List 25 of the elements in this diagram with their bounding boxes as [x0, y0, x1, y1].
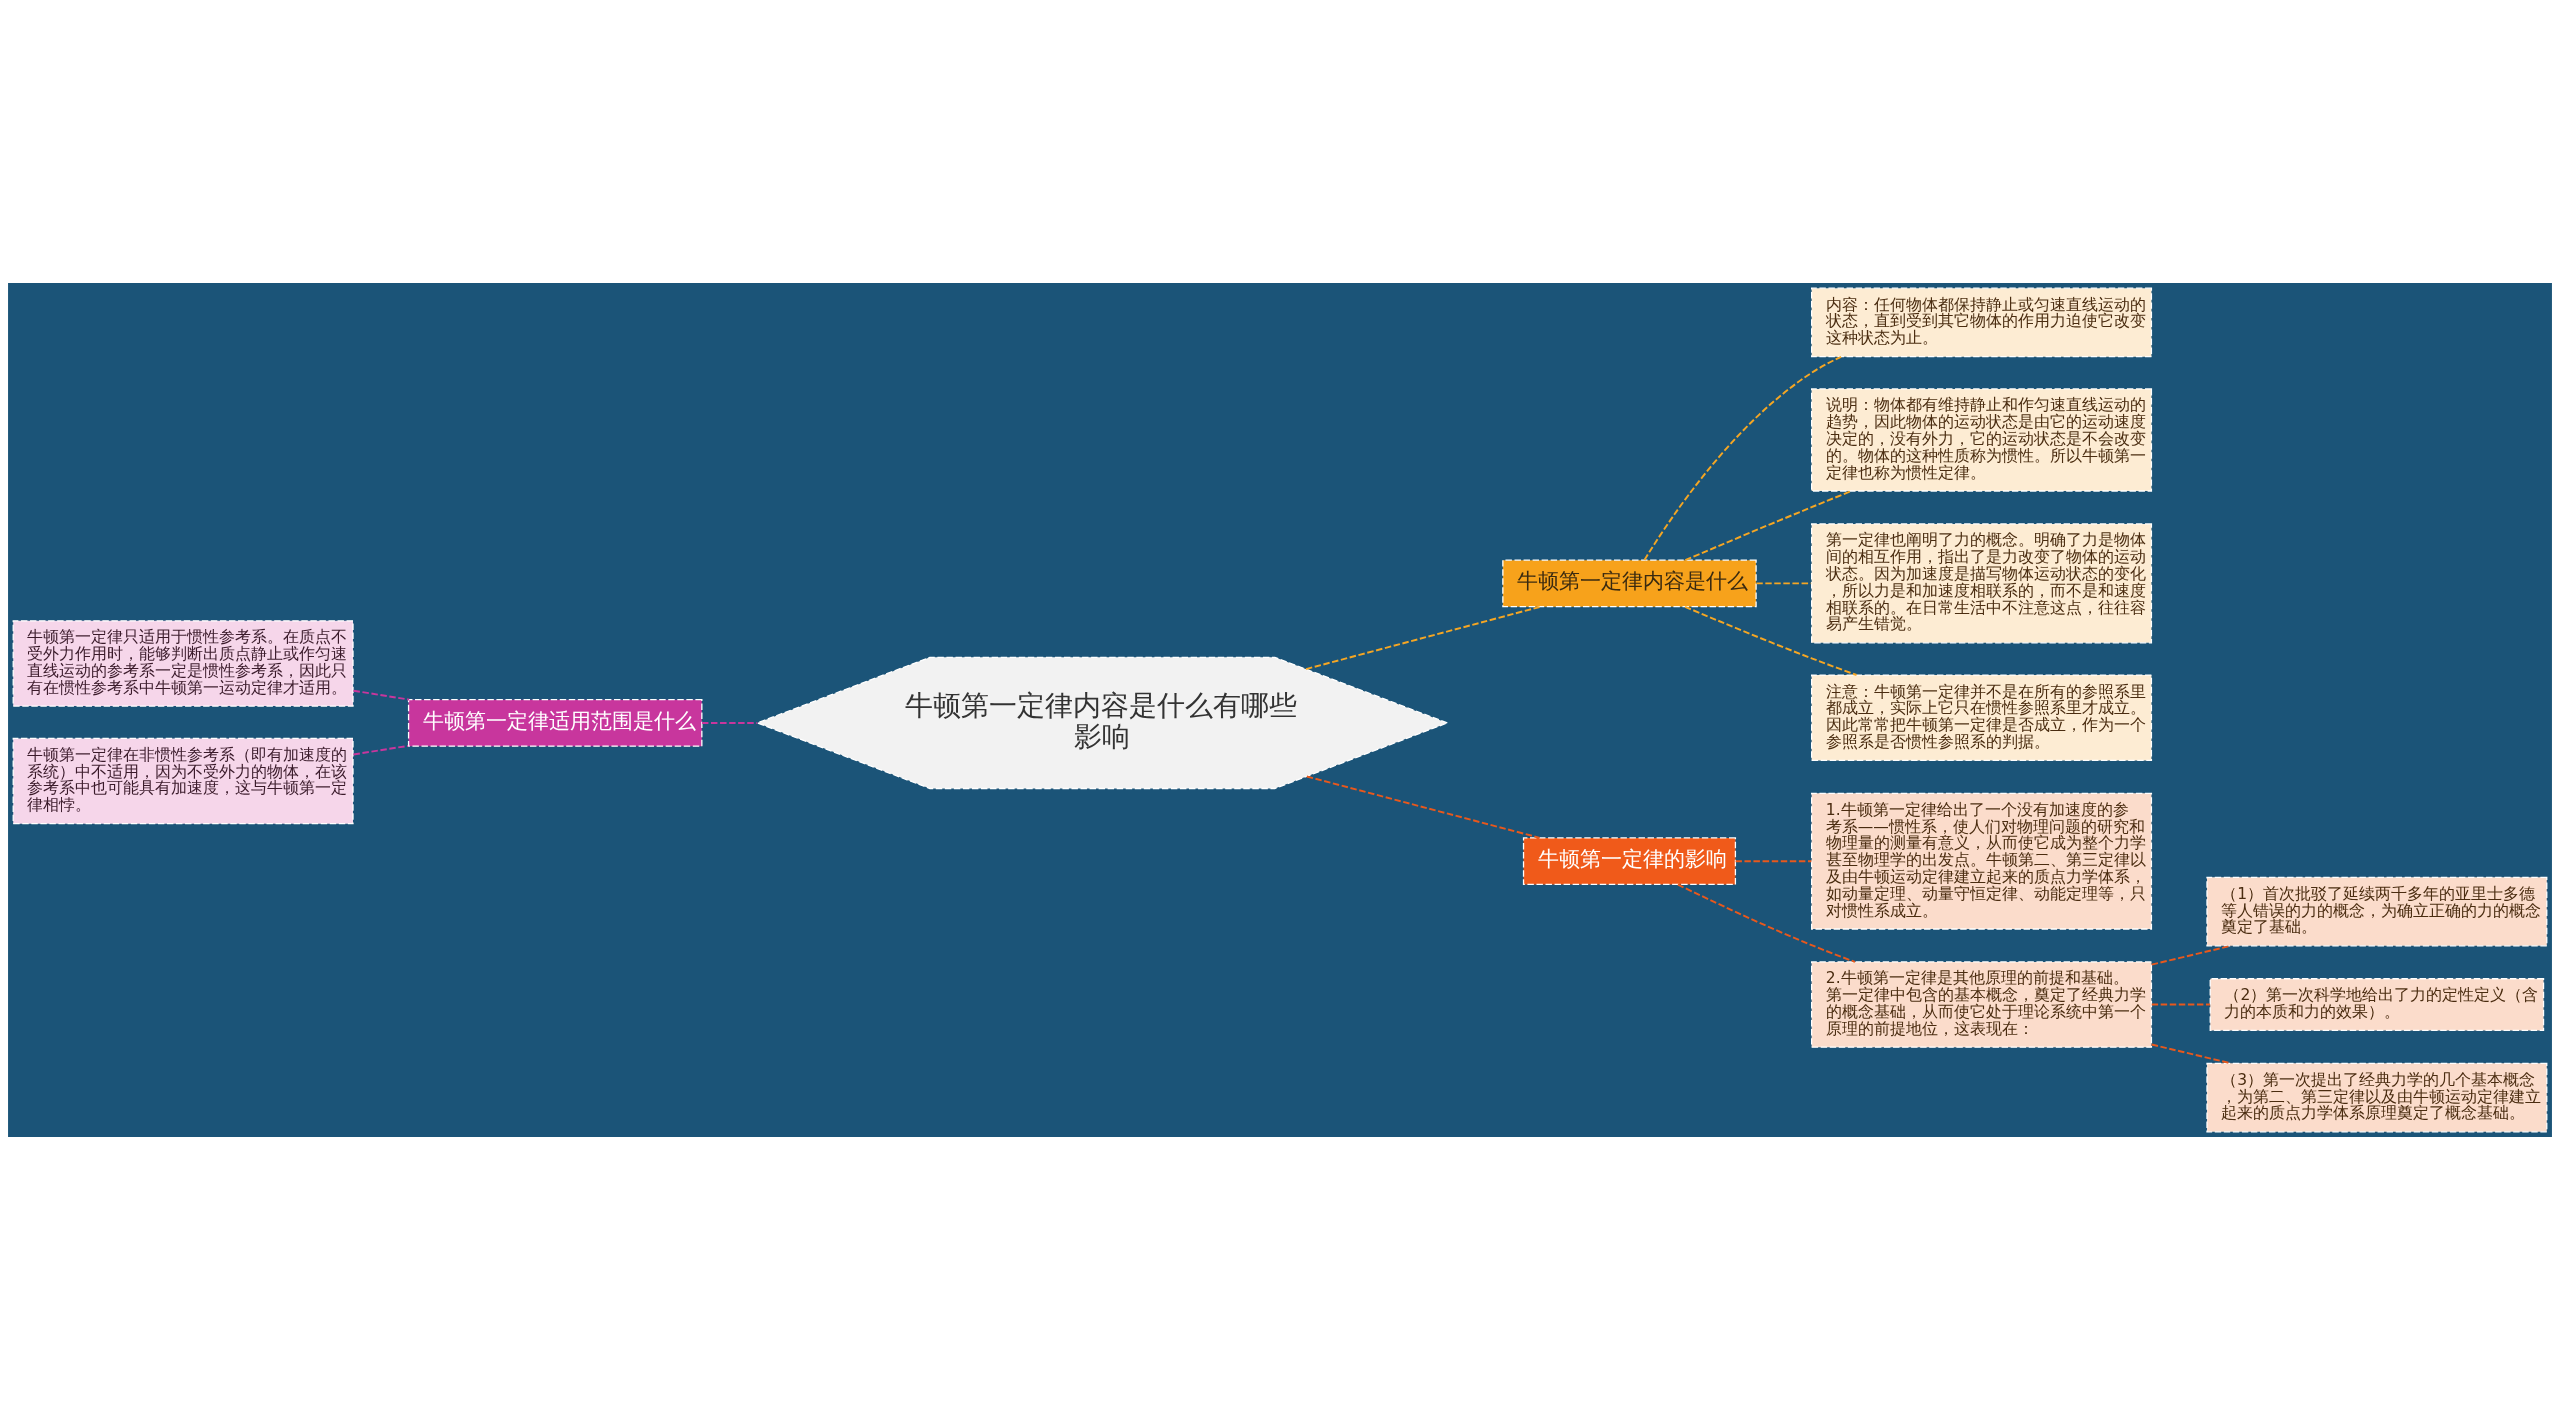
node-box: 内容：任何物体都保持静止或匀速直线运动的状态，直到受到其它物体的作用力迫使它改变这种状态为止。 — [1811, 287, 2153, 358]
node-box: 牛顿第一定律的影响 — [1522, 837, 1737, 886]
connector — [1305, 775, 1541, 839]
node-box: 注意：牛顿第一定律并不是在所有的参照系里都成立，实际上它只在惯性参照系里才成立。因此常常把牛顿第一定律是否成立，作为一个参照系是否惯性参照系的判据。 — [1811, 674, 2153, 762]
node-box: 1.牛顿第一定律给出了一个没有加速度的参考系——惯性系，使人们对物理问题的研究和物理量的测量有意义，从而使它成为整个力学甚至物理学的出发点。牛顿第二、第三定律以及由牛顿运动定律建立起来的质点力学体系，如动量定理、动量守恒定律、动能定理等，只对惯性系成立。 — [1811, 792, 2153, 930]
connector — [1684, 490, 1853, 562]
node-box: 2.牛顿第一定律是其他原理的前提和基础。第一定律中包含的基本概念，奠定了经典力学的概念基础，从而使它处于理论系统中第一个原理的前提地位，这表现在： — [1811, 961, 2153, 1048]
connector — [701, 721, 759, 724]
connector — [1643, 355, 1843, 561]
connector — [1734, 860, 1813, 863]
node-box: 牛顿第一定律适用范围是什么 — [407, 699, 703, 747]
node-box: （2）第一次科学地给出了力的定性定义（含力的本质和力的效果）。 — [2209, 978, 2545, 1032]
connector — [352, 689, 411, 701]
connector — [2150, 1003, 2211, 1006]
connector — [1305, 605, 1542, 671]
node-box: （1）首次批驳了延续两千多年的亚里士多德等人错误的力的概念，为确立正确的力的概念奠定了基础。 — [2206, 876, 2548, 947]
node-box: 牛顿第一定律在非惯性参考系（即有加速度的系统）中不适用，因为不受外力的物体，在该参考系中也可能具有加速度，这与牛顿第一定律相悖。 — [12, 737, 354, 825]
connector — [1684, 605, 1858, 676]
node-box: 牛顿第一定律内容是什么 — [1502, 559, 1757, 608]
connector — [352, 744, 410, 756]
node-box: 第一定律也阐明了力的概念。明确了力是物体间的相互作用，指出了是力改变了物体的运动状态。因为加速度是描写物体运动状态的变化，所以力是和加速度相联系的，而不是和速度相联系的。在日常生活中不注意这点，往往容易产生错觉。 — [1811, 523, 2153, 644]
node-box: 牛顿第一定律只适用于惯性参考系。在质点不受外力作用时，能够判断出质点静止或作匀速直线运动的参考系一定是惯性参考系，因此只有在惯性参考系中牛顿第一运动定律才适用。 — [12, 620, 354, 707]
node-box: 说明：物体都有维持静止和作匀速直线运动的趋势，因此物体的运动状态是由它的运动速度决定的，没有外力，它的运动状态是不会改变的。物体的这种性质称为惯性。所以牛顿第一定律也称为惯性定律。 — [1811, 388, 2153, 492]
connector — [1676, 883, 1856, 963]
node-box: （3）第一次提出了经典力学的几个基本概念，为第二、第三定律以及由牛顿运动定律建立起来的质点力学体系原理奠定了概念基础。 — [2206, 1062, 2548, 1133]
